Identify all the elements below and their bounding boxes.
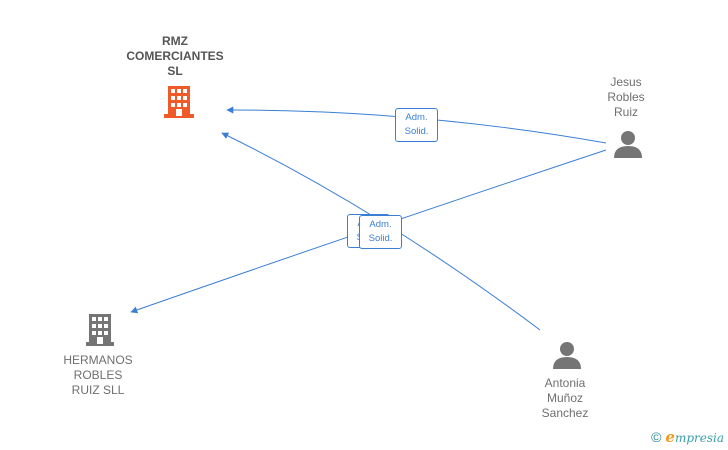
role-badge-line2: Solid.: [404, 126, 429, 137]
person-icon-jesus[interactable]: [614, 131, 642, 158]
role-badge-line1: Adm.: [405, 112, 428, 123]
person-label-jesus[interactable]: Jesus Robles Ruiz: [607, 75, 645, 119]
company-label-rmz[interactable]: RMZ COMERCIANTES SL: [126, 34, 224, 78]
building-icon-rmz[interactable]: [164, 86, 194, 118]
copyright-icon: ©: [651, 429, 662, 445]
person-icon-antonia[interactable]: [553, 342, 581, 369]
role-badge-jesus-rmz: Adm. Solid.: [395, 108, 438, 142]
role-badge-line1: Adm.: [369, 219, 392, 230]
footer-brand[interactable]: © empresia: [651, 428, 724, 446]
brand-logo-text: mpresia: [674, 431, 724, 445]
role-badge-line2: Solid.: [368, 233, 393, 244]
company-label-hermanos[interactable]: HERMANOS ROBLES RUIZ SLL: [63, 353, 133, 397]
brand-logo: empresia: [665, 428, 724, 446]
brand-logo-e: e: [665, 428, 675, 446]
role-badge-jesus-hermanos: Adm. Solid.: [359, 215, 402, 249]
building-icon-hermanos[interactable]: [86, 314, 114, 346]
person-label-antonia[interactable]: Antonia Muñoz Sanchez: [541, 376, 589, 420]
